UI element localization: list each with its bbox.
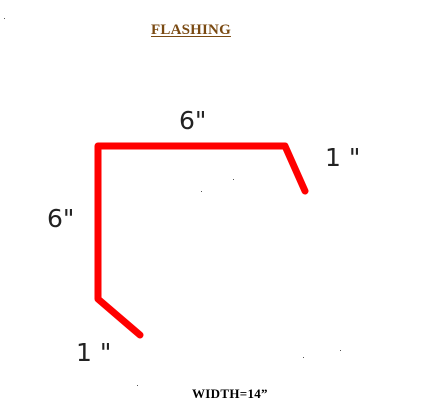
speck bbox=[303, 357, 304, 358]
speck bbox=[137, 385, 138, 386]
speck bbox=[201, 191, 202, 192]
flashing-profile-line bbox=[94, 142, 309, 339]
speck bbox=[4, 18, 5, 19]
top-segment-length-label: 6" bbox=[179, 106, 207, 135]
right-hem-length-label: 1 " bbox=[325, 143, 361, 172]
left-segment-length-label: 6" bbox=[47, 204, 75, 233]
bottom-hem-length-label: 1 " bbox=[76, 338, 112, 367]
speck bbox=[340, 350, 341, 351]
total-width-label: WIDTH=14” bbox=[192, 386, 268, 401]
speck bbox=[233, 179, 234, 180]
diagram-title: FLASHING bbox=[151, 22, 231, 38]
